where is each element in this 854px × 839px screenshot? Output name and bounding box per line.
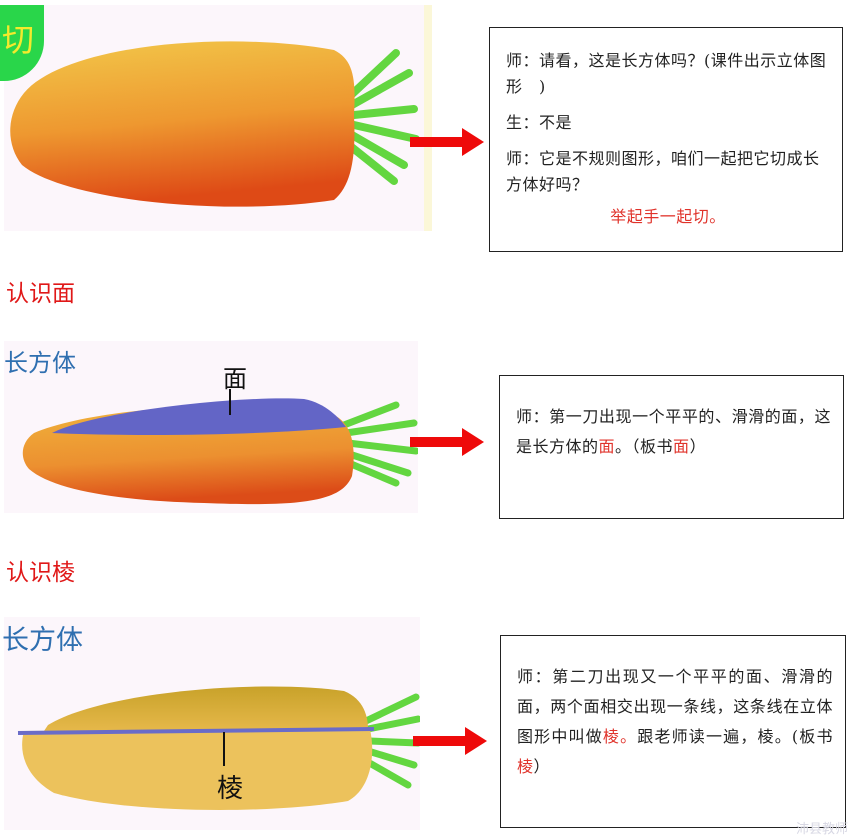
edge-text-c: 跟老师读一遍，棱。(板书 [637,727,833,746]
carrot-image-face [22,398,418,505]
carrot-panel-1: 切 [0,5,432,231]
edge-pointer-line [223,732,225,766]
dialogue-box-1: 师：请看，这是长方体吗？(课件出示立体图形 ) 生：不是 师：它是不规则图形，咱… [489,27,843,252]
cuboid-title-2: 长方体 [2,625,83,656]
edge-text-d: 棱 [517,757,534,776]
arrow-right-icon [410,428,484,456]
edge-label: 棱 [217,774,244,804]
dialogue-line-2: 生：不是 [506,113,573,132]
cuboid-title-1: 长方体 [4,349,76,377]
carrot-image-whole [10,5,432,231]
edge-text-e: ） [533,757,551,776]
cut-badge-label: 切 [2,21,35,59]
dialogue-line-3: 师：它是不规则图形，咱们一起把它切成长方体好吗？ [506,149,820,194]
footer-watermark: 沛县教师 [795,822,848,837]
face-text-d: 面 [673,437,690,456]
dialogue-line-1: 师：请看，这是长方体吗？(课件出示立体图形 ) [506,51,827,96]
edge-text-b: 棱。 [602,727,638,746]
heading-face: 认识面 [6,281,75,307]
arrow-right-icon [413,727,487,755]
dialogue-box-3: 师：第二刀出现又一个平平的面、滑滑的面，两个面相交出现一条线，这条线在立体图形中… [500,635,846,828]
face-text-e: ） [689,437,707,456]
carrot-panel-3 [4,617,420,830]
face-text-b: 面 [598,437,616,456]
face-label: 面 [223,365,247,393]
edge-text-a: 师：第二刀出现又一个平平的面、滑滑的面，两个面相交出现一条线，这条线在立体图形中… [517,667,833,746]
dialogue-line-4: 举起手一起切。 [610,207,726,226]
cut-badge: 切 [0,5,44,81]
heading-edge: 认识棱 [6,560,75,586]
dialogue-box-2: 师：第一刀出现一个平平的、滑滑的面，这是长方体的面。（板书面） [499,375,844,519]
face-pointer-line [229,389,231,415]
arrow-right-icon [410,128,484,156]
face-text-a: 师：第一刀出现一个平平的、滑滑的面，这是长方体的 [516,407,831,456]
carrot-panel-2 [4,341,418,513]
carrot-image-edge [17,686,420,811]
face-text-c: 。（板书 [615,437,674,456]
